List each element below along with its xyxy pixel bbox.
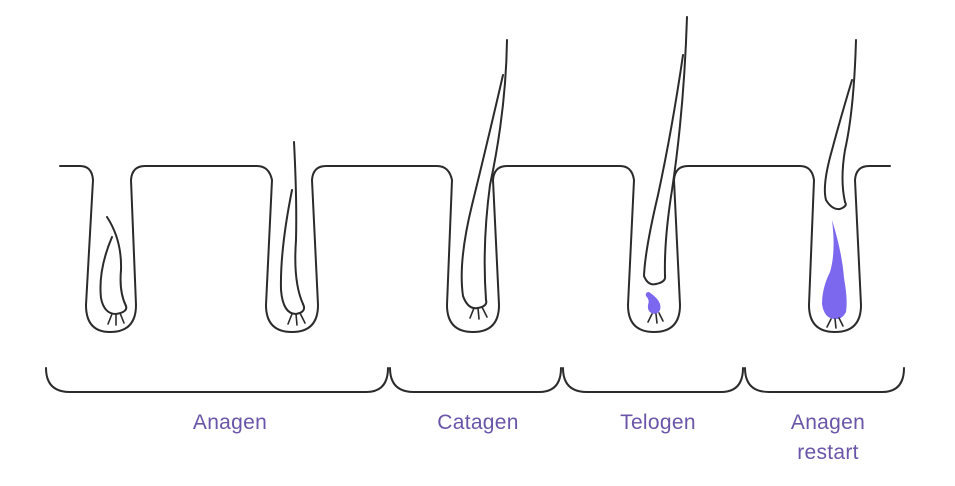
phase-label-catagen: Catagen (437, 411, 519, 434)
follicle-4-hair (643, 16, 688, 324)
telogen-new-bud (645, 292, 661, 314)
catagen-bracket (389, 367, 562, 393)
skin-surface-outline (59, 165, 891, 333)
telogen-bracket (562, 367, 744, 393)
follicle-1-hair (99, 216, 128, 326)
follicle-2-hair (279, 141, 306, 326)
anagen-bracket (45, 367, 389, 393)
follicle-3-hair (460, 39, 508, 320)
anagen-restart-bracket (744, 367, 905, 393)
phase-label-telogen: Telogen (620, 411, 696, 434)
phase-label-anagen: Anagen (192, 411, 268, 434)
phase-label-anagen-restart: Anagen restart (790, 411, 866, 464)
follicle-5-hair (822, 39, 857, 329)
new-hair-growth (822, 220, 847, 320)
